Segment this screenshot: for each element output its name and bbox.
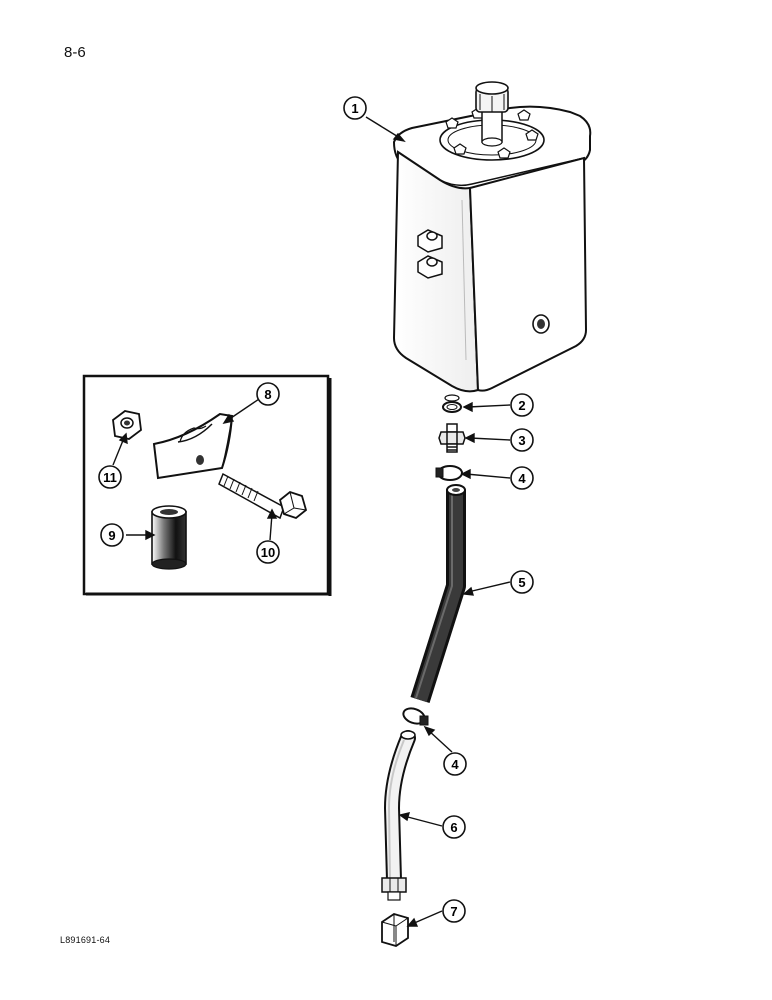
svg-text:8: 8 bbox=[264, 387, 271, 402]
callout-10: 10 bbox=[256, 540, 280, 564]
callout-8: 8 bbox=[256, 382, 280, 406]
svg-text:11: 11 bbox=[103, 470, 117, 485]
inset-hardware-box bbox=[82, 374, 332, 596]
callout-5: 5 bbox=[510, 570, 534, 594]
hose-clamp-upper bbox=[435, 465, 463, 481]
callout-2: 2 bbox=[510, 393, 534, 417]
callout-11: 11 bbox=[98, 465, 122, 489]
hose-clamp-lower bbox=[402, 707, 429, 726]
hydraulic-tank bbox=[392, 81, 592, 402]
breather-cap bbox=[475, 81, 509, 147]
hydraulic-hose bbox=[410, 484, 466, 704]
svg-text:5: 5 bbox=[518, 575, 525, 590]
figure-code: L891691-64 bbox=[60, 935, 111, 945]
callout-3: 3 bbox=[510, 428, 534, 452]
svg-text:1: 1 bbox=[351, 101, 358, 116]
page-number: 8-6 bbox=[64, 44, 86, 61]
svg-text:6: 6 bbox=[450, 820, 457, 835]
tube-nut bbox=[381, 913, 409, 947]
tank-side-fittings bbox=[417, 229, 443, 279]
svg-text:3: 3 bbox=[518, 433, 525, 448]
spacer-sleeve bbox=[151, 505, 187, 570]
leader-lines bbox=[112, 116, 511, 927]
steel-tube bbox=[381, 730, 416, 901]
tank-right-face bbox=[468, 156, 588, 392]
callout-6: 6 bbox=[442, 815, 466, 839]
callout-1: 1 bbox=[343, 96, 367, 120]
o-ring bbox=[442, 401, 462, 413]
svg-text:2: 2 bbox=[518, 398, 525, 413]
hex-bolt bbox=[218, 472, 308, 520]
sight-plug bbox=[532, 314, 550, 334]
svg-text:4: 4 bbox=[518, 471, 526, 486]
adapter-fitting bbox=[438, 423, 466, 453]
callout-9: 9 bbox=[100, 523, 124, 547]
callout-4-lower: 4 bbox=[443, 752, 467, 776]
svg-text:9: 9 bbox=[108, 528, 115, 543]
hex-nut bbox=[112, 410, 142, 440]
clamp-bracket bbox=[152, 412, 234, 480]
flange-wing-nuts bbox=[445, 107, 539, 159]
svg-text:10: 10 bbox=[261, 545, 275, 560]
callout-4-upper: 4 bbox=[510, 466, 534, 490]
svg-text:4: 4 bbox=[451, 757, 459, 772]
svg-text:7: 7 bbox=[450, 904, 457, 919]
callout-7: 7 bbox=[442, 899, 466, 923]
